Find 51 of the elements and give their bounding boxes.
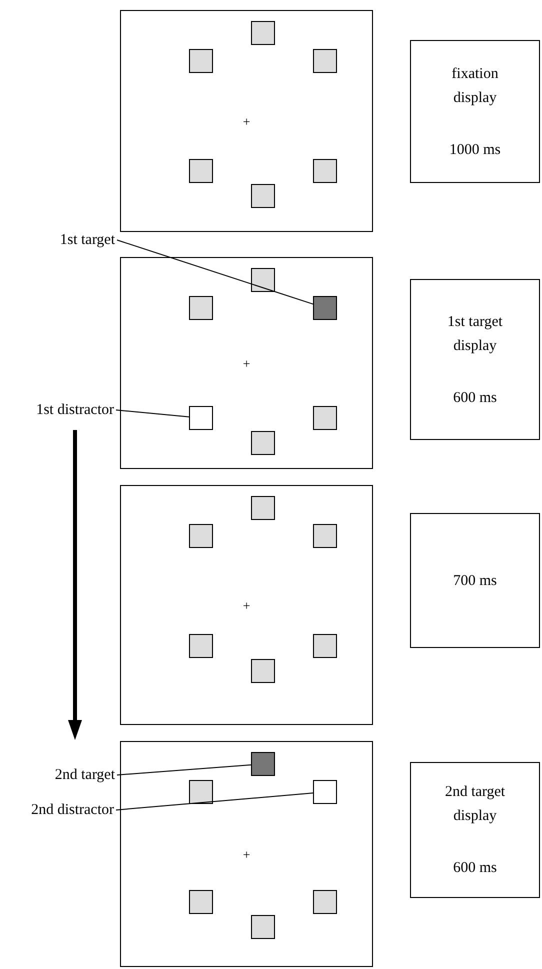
stimulus-square — [189, 890, 213, 914]
leader-line — [116, 764, 252, 776]
display-name: fixation display — [450, 64, 500, 108]
display-frame — [120, 10, 373, 232]
fixation-cross: + — [242, 114, 252, 130]
stimulus-square — [251, 915, 275, 939]
duration-text: 700 ms — [453, 572, 497, 590]
stimulus-square — [189, 296, 213, 320]
display-name: 2nd target display — [444, 783, 506, 826]
stimulus-label: 1st distractor — [14, 401, 114, 419]
stimulus-square — [189, 524, 213, 548]
duration-text: 1000 ms — [449, 140, 501, 160]
leader-line — [116, 410, 190, 418]
display-frame — [120, 257, 373, 469]
duration-text: 600 ms — [453, 388, 497, 408]
stimulus-square — [189, 159, 213, 183]
timing-card — [410, 513, 540, 648]
fixation-cross: + — [242, 356, 252, 372]
stimulus-square — [251, 268, 275, 292]
stimulus-square — [189, 49, 213, 73]
stimulus-label: 2nd target — [30, 766, 115, 784]
display-frame — [120, 485, 373, 725]
stimulus-square — [189, 780, 213, 804]
stimulus-square — [313, 296, 337, 320]
stimulus-square — [251, 659, 275, 683]
stimulus-square — [313, 406, 337, 430]
fixation-cross: + — [242, 847, 252, 863]
stimulus-label: 1st target — [30, 231, 115, 249]
fixation-cross: + — [242, 598, 252, 614]
stimulus-square — [251, 752, 275, 776]
timing-card — [410, 40, 540, 183]
stimulus-square — [251, 184, 275, 208]
stimulus-square — [313, 634, 337, 658]
stimulus-square — [313, 49, 337, 73]
display-name: 1st target display — [446, 312, 504, 356]
stimulus-square — [189, 406, 213, 430]
duration-text: 600 ms — [453, 859, 497, 878]
timing-card — [410, 279, 540, 440]
stimulus-square — [251, 431, 275, 455]
stimulus-square — [251, 496, 275, 520]
stimulus-label: 2nd distractor — [10, 801, 114, 819]
timing-card — [410, 762, 540, 898]
stimulus-square — [189, 634, 213, 658]
leader-line — [116, 792, 314, 810]
stimulus-square — [313, 780, 337, 804]
display-frame — [120, 741, 373, 967]
stimulus-square — [313, 159, 337, 183]
stimulus-square — [313, 524, 337, 548]
stimulus-square — [251, 21, 275, 45]
stimulus-square — [313, 890, 337, 914]
leader-line — [116, 240, 314, 305]
